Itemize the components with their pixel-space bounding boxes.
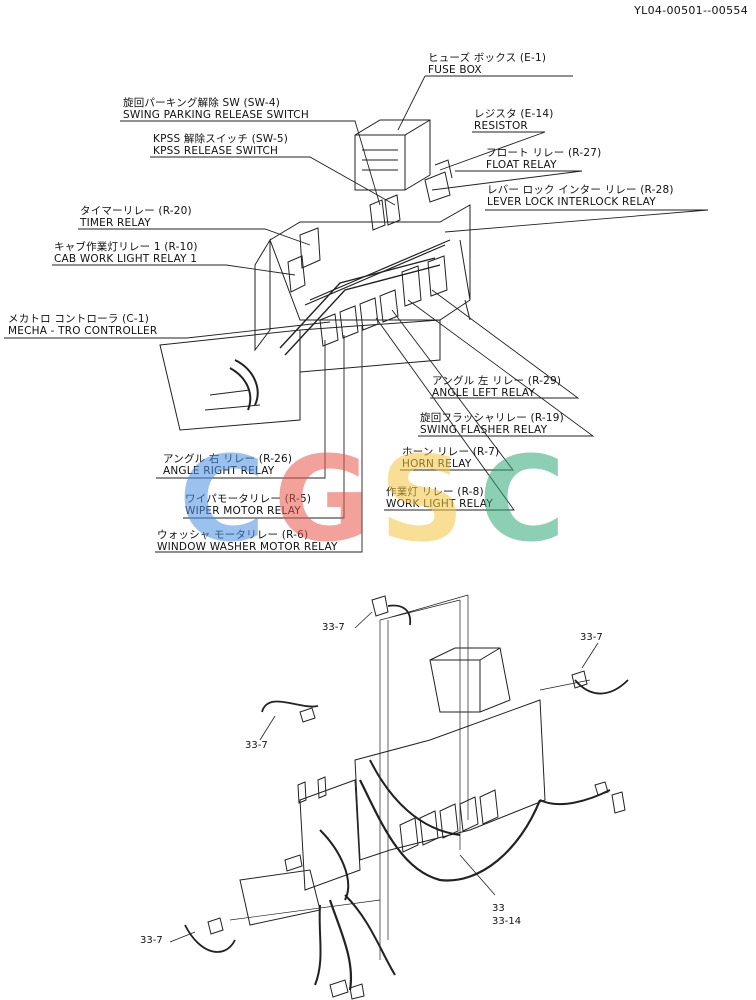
leader-lines-lower bbox=[169, 611, 599, 943]
label-work-light-relay: 作業灯 リレー (R-8)WORK LIGHT RELAY bbox=[386, 486, 493, 510]
watermark-letter-2: G bbox=[273, 430, 371, 568]
label-horn-relay: ホーン リレー (R-7)HORN RELAY bbox=[402, 446, 500, 470]
part-number-harness-sub: 33-14 bbox=[492, 916, 522, 927]
harness-drawing bbox=[184, 594, 629, 1000]
label-float-relay: フロート リレー (R-27)FLOAT RELAY bbox=[486, 147, 602, 171]
label-swing-flasher-relay: 旋回フラッシャリレー (R-19)SWING FLASHER RELAY bbox=[420, 412, 564, 436]
watermark-letter-4: C bbox=[478, 430, 566, 568]
label-window-washer-motor-relay: ウォッシャ モータリレー (R-6)WINDOW WASHER MOTOR RE… bbox=[157, 529, 338, 553]
label-angle-right-relay: アングル 右 リレー (R-26)ANGLE RIGHT RELAY bbox=[163, 453, 293, 477]
label-wiper-motor-relay: ワイパモータリレー (R-5)WIPER MOTOR RELAY bbox=[185, 493, 312, 517]
label-fuse-box: ヒューズ ボックス (E-1)FUSE BOX bbox=[428, 52, 547, 76]
part-number-left: 33-7 bbox=[245, 740, 268, 751]
relay-panel-drawing bbox=[159, 119, 471, 431]
part-number-top: 33-7 bbox=[322, 622, 345, 633]
label-cab-work-light-relay: キャブ作業灯リレー 1 (R-10)CAB WORK LIGHT RELAY 1 bbox=[54, 241, 198, 265]
label-resistor: レジスタ (E-14)RESISTOR bbox=[474, 108, 554, 132]
watermark-letter-1: C bbox=[178, 430, 266, 568]
document-id: YL04-00501--00554 bbox=[634, 4, 748, 17]
label-kpss-release-switch: KPSS 解除スイッチ (SW-5)KPSS RELEASE SWITCH bbox=[153, 133, 289, 157]
part-number-harness: 33 bbox=[492, 903, 505, 914]
part-number-right: 33-7 bbox=[580, 632, 603, 643]
label-mecha-tro-controller: メカトロ コントローラ (C-1)MECHA - TRO CONTROLLER bbox=[8, 313, 158, 337]
watermark-letter-3: S bbox=[379, 430, 465, 568]
leader-lines-upper bbox=[4, 75, 709, 553]
label-timer-relay: タイマーリレー (R-20)TIMER RELAY bbox=[80, 205, 192, 229]
label-swing-parking-release-switch: 旋回パーキング解除 SW (SW-4)SWING PARKING RELEASE… bbox=[123, 97, 309, 121]
label-lever-lock-interlock-relay: レバー ロック インター リレー (R-28)LEVER LOCK INTERL… bbox=[487, 184, 674, 208]
part-number-bottom-left: 33-7 bbox=[140, 935, 163, 946]
label-angle-left-relay: アングル 左 リレー (R-29)ANGLE LEFT RELAY bbox=[432, 375, 562, 399]
